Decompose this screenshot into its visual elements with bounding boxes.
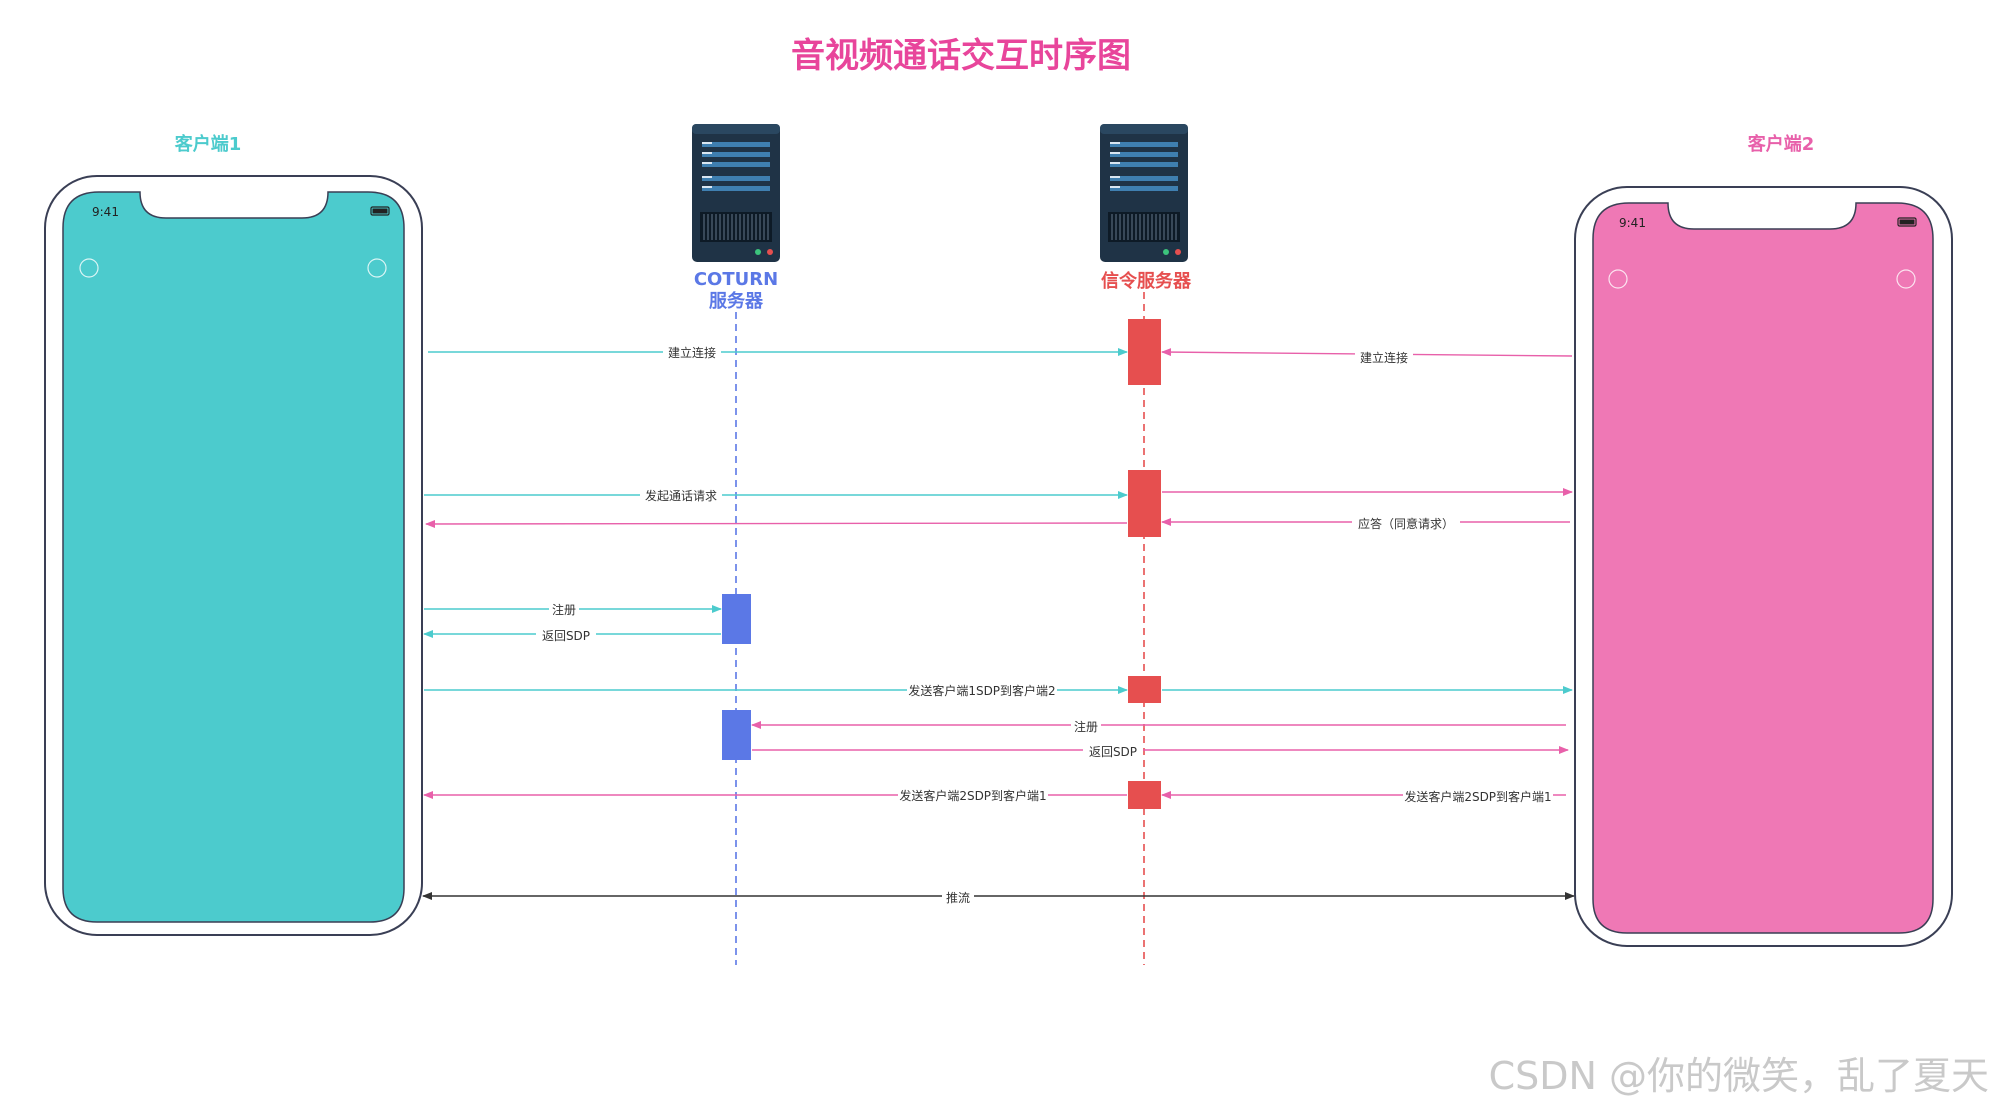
client2-sensor-icon (1896, 269, 1916, 289)
client2-battery-icon (1897, 217, 1917, 227)
message-label: 发送客户端2SDP到客户端1 (1404, 789, 1551, 804)
watermark: CSDN @你的微笑，乱了夏天 (1488, 1054, 1989, 1098)
client1-screen (62, 191, 405, 923)
signal-server: 信令服务器 (1099, 123, 1192, 965)
client1-battery-icon (370, 206, 390, 216)
client2-status-time: 9:41 (1619, 216, 1646, 230)
client2-camera-icon (1608, 269, 1628, 289)
message-label: 推流 (946, 891, 970, 905)
client1-label: 客户端1 (175, 133, 242, 155)
signal-activation (1128, 319, 1161, 385)
signal-server-icon (1099, 123, 1189, 263)
signal-activation (1128, 676, 1161, 703)
message-label: 返回SDP (1089, 745, 1137, 759)
client1-camera-icon (79, 258, 99, 278)
message-label: 建立连接 (1360, 350, 1408, 365)
message-label: 发送客户端2SDP到客户端1 (899, 788, 1046, 803)
coturn-label-line2: 服务器 (709, 290, 764, 312)
message-label: 建立连接 (668, 345, 716, 360)
client1-status-time: 9:41 (92, 205, 119, 219)
messages (422, 348, 1575, 900)
diagram-title: 音视频通话交互时序图 (791, 36, 1131, 76)
signal-label: 信令服务器 (1101, 270, 1192, 292)
signal-activation (1128, 470, 1161, 537)
client1-sensor-icon (367, 258, 387, 278)
coturn-activation (722, 594, 751, 644)
client2-screen (1592, 202, 1934, 934)
message-label: 注册 (1074, 719, 1098, 734)
client2-phone: 客户端2 9:41 (1574, 133, 1953, 947)
coturn-server: COTURN 服务器 (691, 123, 781, 965)
message-label: 发送客户端1SDP到客户端2 (908, 683, 1055, 698)
message-label: 返回SDP (542, 629, 590, 643)
client2-label: 客户端2 (1748, 133, 1815, 155)
coturn-label-line1: COTURN (694, 269, 778, 290)
client1-phone: 客户端1 9:41 (44, 133, 423, 936)
message-arrow (425, 519, 1128, 528)
message-label: 应答（同意请求） (1358, 516, 1454, 531)
message-label: 注册 (552, 602, 576, 617)
activation-boxes (722, 319, 1161, 809)
coturn-server-icon (691, 123, 781, 263)
message-label: 发起通话请求 (645, 488, 717, 503)
coturn-activation (722, 710, 751, 760)
signal-activation (1128, 781, 1161, 809)
